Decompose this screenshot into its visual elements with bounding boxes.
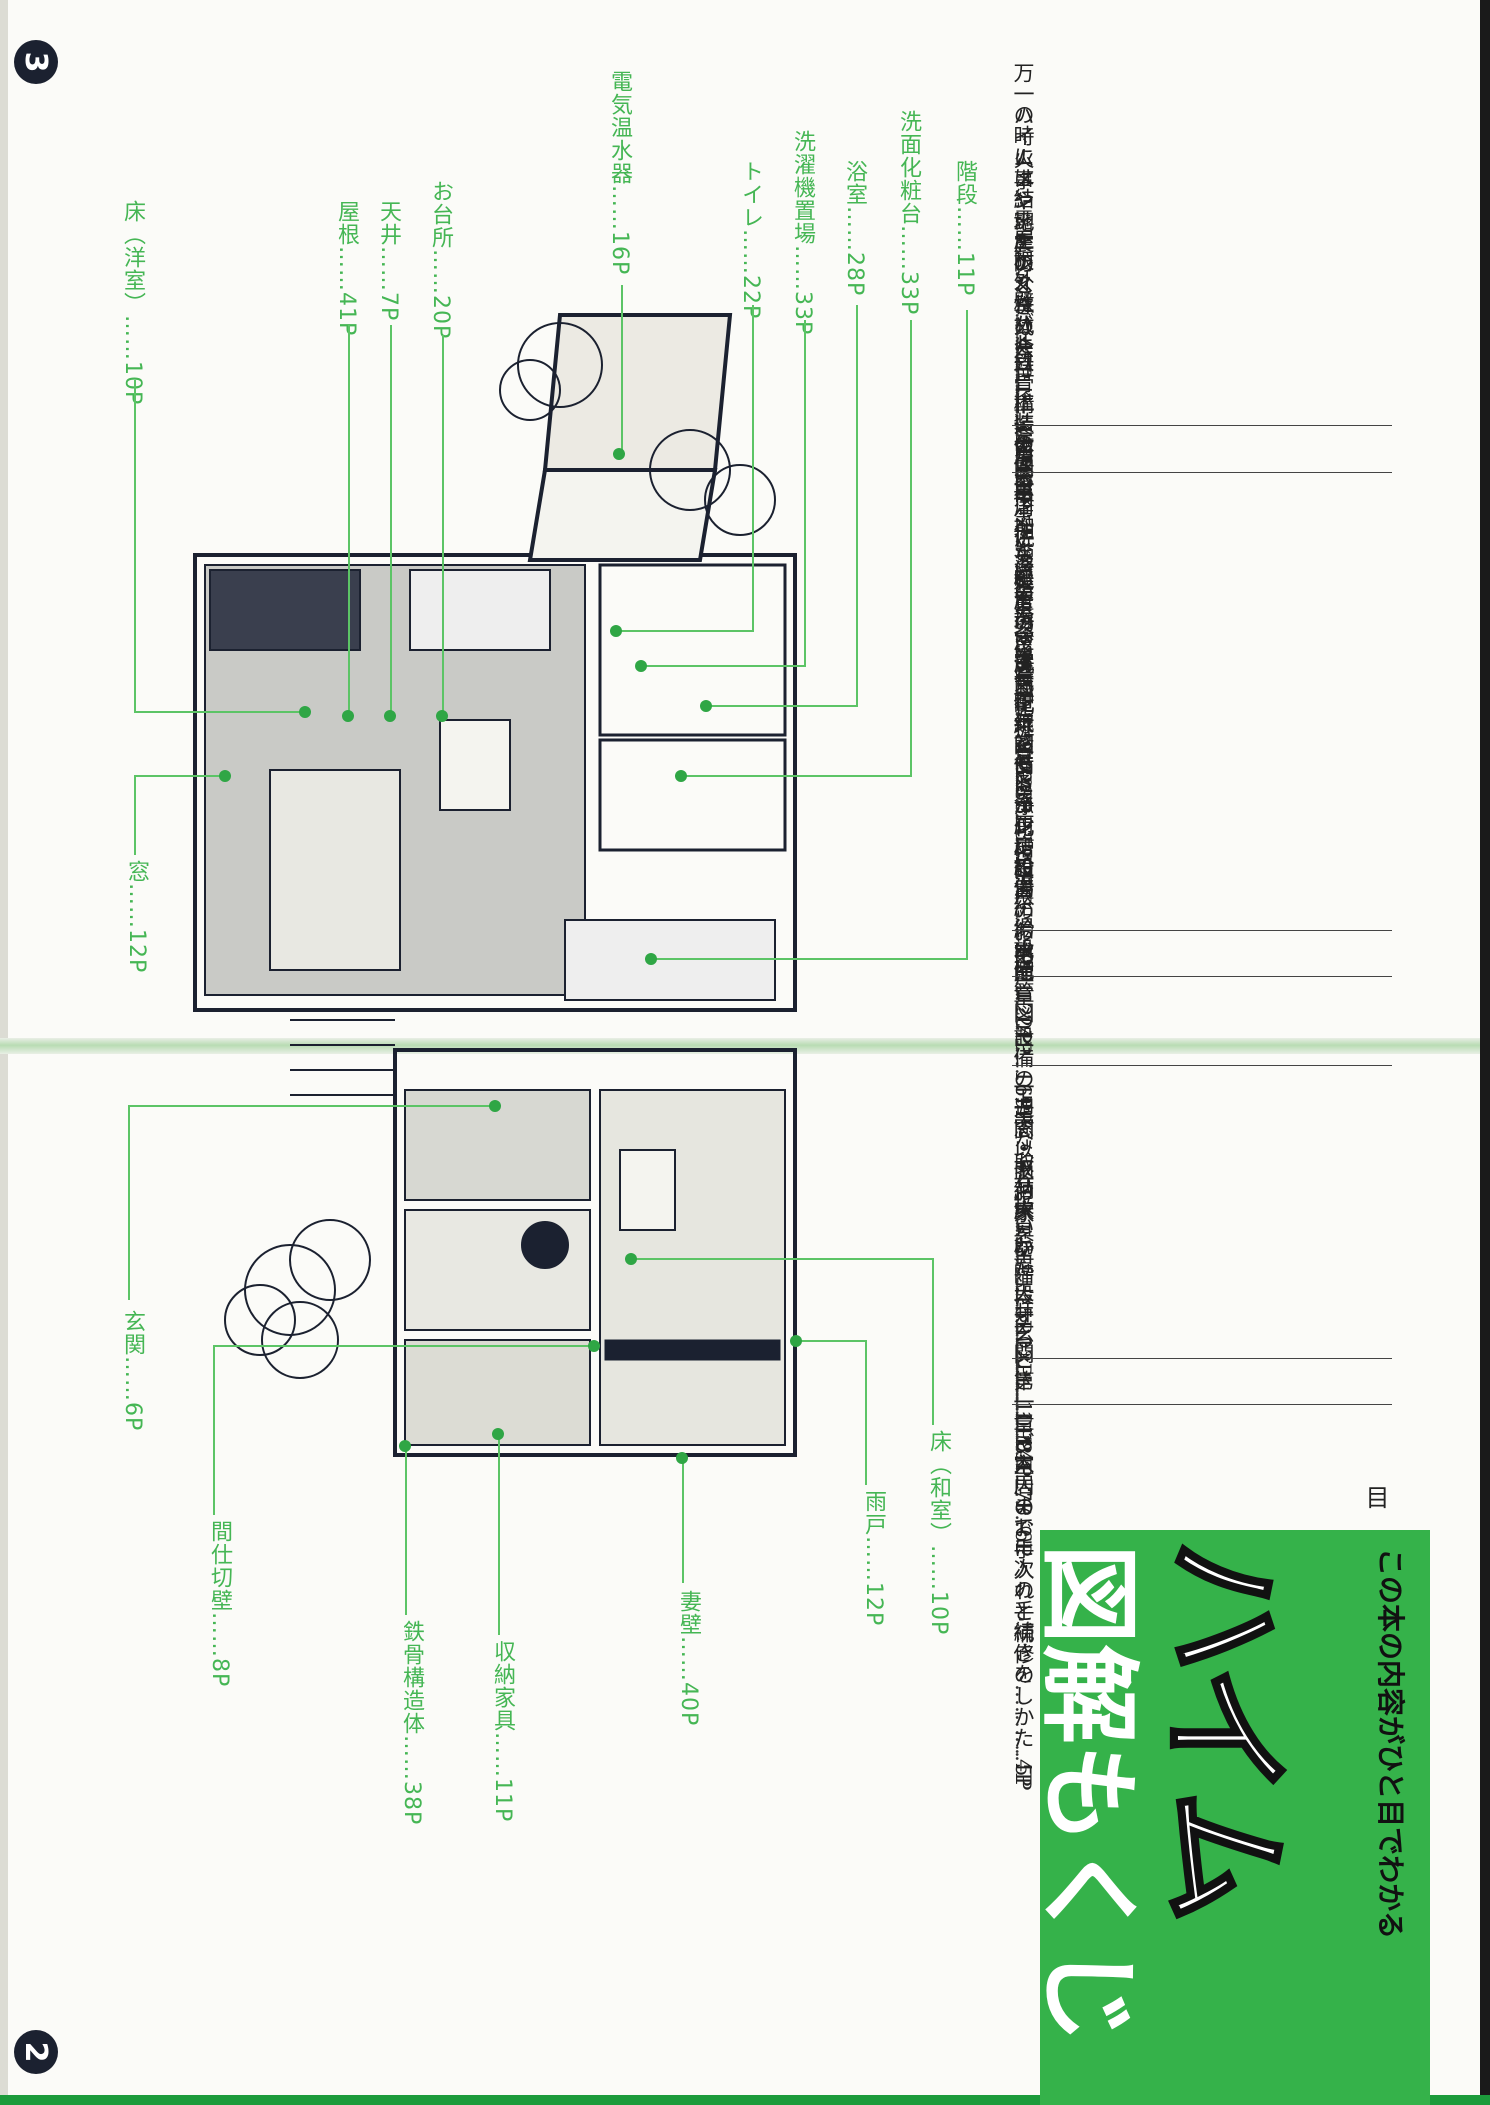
toc-item[interactable]: 給湯・給水配管図‥‥‥‥19P [1011, 855, 1035, 1124]
title-tagline: この本の内容がひと目でわかる [1374, 1548, 1407, 1940]
toc-item[interactable]: 鉄骨構造体‥‥‥‥‥‥‥38P [1011, 351, 1035, 602]
callout-label[interactable]: 階段……11P [952, 160, 977, 297]
upper-floor-outline [193, 553, 797, 1012]
toc-divider [1012, 1065, 1392, 1066]
callout-label[interactable]: 屋根……41P [334, 200, 359, 337]
toc-divider [1012, 472, 1392, 473]
toc-divider [1012, 1404, 1392, 1405]
toc-item[interactable]: 電気設備‥‥‥‥‥‥25P [1011, 691, 1035, 906]
toc-item[interactable]: 床‥‥‥‥‥‥‥‥‥‥‥‥10P [1011, 1199, 1035, 1441]
callout-label[interactable]: 洗濯機置場……33P [790, 130, 815, 336]
callout-label[interactable]: 電気温水器……16P [607, 70, 632, 276]
toc-item[interactable]: 外壁‥‥‥‥‥‥‥‥‥‥40P [1011, 270, 1035, 503]
toc-item[interactable]: 収納家具・階段‥‥‥‥‥‥‥11P [1011, 1158, 1035, 1451]
toc-divider [1012, 1358, 1392, 1359]
toc-item[interactable]: ご入居までに次の手続きを‥‥‥‥‥4P [1011, 1432, 1035, 1787]
toc-divider [1012, 976, 1392, 977]
toc-item[interactable]: 浴室‥‥‥‥‥‥‥‥28P [1011, 609, 1035, 812]
toc-item[interactable]: 電気配線図‥‥‥‥‥‥27P [1011, 650, 1035, 886]
callout-label[interactable]: 床（和室）……10P [926, 1430, 951, 1636]
scan-edge-right [1480, 0, 1490, 2105]
toc-divider [1012, 930, 1392, 931]
toc-item[interactable]: 壁‥‥‥‥‥‥‥‥‥‥‥‥8P [1011, 1240, 1035, 1469]
toc-item[interactable]: 換気についてのご注意‥‥‥34P [1011, 486, 1035, 782]
callout-label[interactable]: 間仕切壁……8P [207, 1520, 232, 1688]
lower-floor-outline [393, 1048, 797, 1457]
callout-label[interactable]: 窓……12P [124, 860, 149, 974]
toc-item[interactable]: 屋根‥‥‥‥‥‥‥‥‥‥41P [1011, 229, 1035, 462]
toc-item[interactable]: バルコニー・玄関ポーチなど‥‥‥‥39P [1011, 311, 1035, 685]
toc-chapter-3[interactable]: 第三章 住まいの寿命を長持ちさせる法‥35P [1011, 436, 1035, 870]
callout-label[interactable]: 収納家具……11P [490, 1640, 515, 1823]
callout-label[interactable]: 床（洋室）……10P [120, 200, 145, 406]
callout-label[interactable]: 浴室……28P [842, 160, 867, 297]
toc-divider [1012, 425, 1392, 426]
toc-item[interactable]: 玄関‥‥‥‥‥‥‥‥‥‥‥6P [1011, 1322, 1035, 1557]
toc-item[interactable]: 窓・雨戸‥‥‥‥‥‥‥‥‥12P [1011, 1117, 1035, 1377]
callout-label[interactable]: 雨戸……12P [861, 1490, 886, 1627]
toc-item[interactable]: 一週間以上お家を留守にするとき‥‥‥14P [1011, 1076, 1035, 1477]
toc-item[interactable]: とくに浄化槽設置のお宅に‥‥24P [1011, 732, 1035, 1055]
scan-edge-bottom [0, 2095, 1490, 2105]
toc-item[interactable]: 塗装の保全周期と塗装‥‥‥36P [1011, 391, 1035, 687]
callout-label[interactable]: 玄関……6P [120, 1310, 145, 1432]
toc-item[interactable]: トイレ‥‥‥‥‥‥‥22P [1011, 773, 1035, 982]
toc-item[interactable]: 給湯設備‥‥‥‥‥‥16P [1011, 896, 1035, 1111]
toc-item[interactable]: 火事や地震のときは‥‥‥‥‥‥43P [1011, 148, 1035, 468]
title-sub: 図解もくじ [1030, 1544, 1147, 2044]
toc-item[interactable]: 暖房・冷房‥‥‥‥‥‥32P [1011, 568, 1035, 804]
callout-label[interactable]: 鉄骨構造体……38P [399, 1620, 424, 1826]
callout-label[interactable]: 妻壁……40P [676, 1590, 701, 1727]
toc-chapter-2[interactable]: 第二章 設備の上手な取り扱いかた‥15P [1011, 942, 1035, 1334]
callout-label[interactable]: お台所……20P [428, 180, 453, 340]
toc-item[interactable]: 洗濯機置場・洗面化粧台‥‥33P [1011, 527, 1035, 829]
book-spine [0, 1038, 1490, 1054]
callout-label[interactable]: 天井……7P [376, 200, 401, 322]
toc-chapter-1[interactable]: 第一章 室内のお手入れと補修のしかた‥5P [1011, 1370, 1035, 1791]
title-block: この本の内容がひと目でわかる ハイム 図解もくじ [1030, 1530, 1430, 2105]
callout-label[interactable]: 洗面化粧台……33P [896, 110, 921, 316]
toc-item[interactable]: 厨房設備‥‥‥‥‥‥‥20P [1011, 814, 1035, 1044]
callout-label[interactable]: トイレ……22P [738, 160, 763, 320]
toc-item[interactable]: 万一の時には‥‥‥‥‥‥‥‥‥‥45P [1011, 62, 1035, 379]
toc-item[interactable]: ハイムメンテナンス株式会社‥‥‥‥‥‥44P [1011, 105, 1035, 509]
toc-item[interactable]: 結露を防ぐために‥‥‥‥‥‥‥42P [1011, 188, 1035, 502]
toc-item[interactable]: 天井‥‥‥‥‥‥‥‥‥‥‥7P [1011, 1281, 1035, 1516]
